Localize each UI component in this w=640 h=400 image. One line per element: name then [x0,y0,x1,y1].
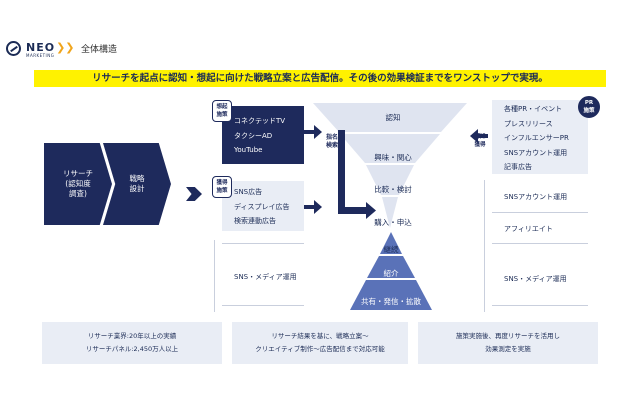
recall-item: タクシーAD [234,131,273,140]
pyramid-label: 共有・発信・拡散 [361,297,421,306]
recall-item: コネクテッドTV [234,117,286,125]
column-divider [484,180,485,312]
pr-item: 各種PR・イベント [504,105,563,113]
strategy-chevron: 戦略 設計 [103,143,171,225]
research-chevron-label: リサーチ (認知度 調査) [63,168,93,199]
headline-banner: リサーチを起点に認知・想起に向けた戦略立案と広告配信。その後の効果検証までをワン… [34,70,606,87]
footer-strategy-line: リサーチ結果を基に、戦略立案〜 [271,332,369,340]
footer-research-line: リサーチパネル:2,450万人以上 [85,345,179,353]
left-divider [222,305,304,306]
pr-item: インフルエンサーPR [504,134,569,142]
funnel-stage-awareness [313,103,467,132]
logo-subtitle: MARKETING [26,53,55,58]
pr-arrow-icon [470,129,488,143]
funnel-label: 興味・関心 [374,153,412,162]
recall-item: YouTube [234,146,263,154]
funnel-stage-purchase [382,197,398,228]
right-divider [492,243,588,244]
branded-search-label: 指名検索 [326,134,339,149]
funnel-label: 認知 [385,113,401,122]
footer-strategy-box: リサーチ結果を基に、戦略立案〜 クリエイティブ制作〜広告配信まで対応可能 [232,322,408,364]
acquisition-tag: 獲得 施策 [212,176,232,198]
footer-measurement-line: 効果測定を実施 [485,345,531,353]
footer-research-line: リサーチ業界:20年以上の実績 [87,332,177,340]
branded-search-arrow-icon [338,130,376,219]
acquisition-item: ディスプレイ広告 [234,202,290,211]
awareness-tag: 認知 獲得 [474,134,486,148]
footer-strategy-line: クリエイティブ制作〜広告配信まで対応可能 [255,345,385,353]
page-title: 全体構造 [81,45,118,55]
acquisition-arrow-icon [304,200,322,214]
funnel-stage-interest [340,134,440,163]
pr-measures-panel: 各種PR・イベント プレスリリース インフルエンサーPR SNSアカウント運用 … [492,100,588,174]
right-divider [492,305,588,306]
footer-measurement-line: 施策実施後、再度リサーチを活用し [456,332,560,340]
right-sns-account: SNSアカウント運用 [504,193,568,201]
acquisition-item: SNS広告 [234,188,263,196]
funnel-label: 比較・検討 [374,185,412,194]
funnel-label: 購入・申込 [374,218,412,227]
retention-pyramid [350,232,432,310]
logo-name: NEO [26,41,56,54]
pyramid-label: 紹介 [383,269,399,278]
right-affiliate: アフィリエイト [504,225,553,233]
flow-arrow-icon [186,187,202,201]
research-chevron: リサーチ (認知度 調査) [44,143,112,225]
pr-item: 記事広告 [504,163,532,171]
recall-tag: 想起 施策 [212,100,232,122]
footer-measurement-box: 施策実施後、再度リサーチを活用し 効果測定を実施 [418,322,598,364]
left-sns-media: SNS・メディア運用 [234,273,297,281]
acquisition-measures-panel: SNS広告 ディスプレイ広告 検索連動広告 [222,181,304,231]
funnel-stage-consider [366,165,414,195]
recall-measures-panel: コネクテッドTV タクシーAD YouTube [222,106,304,164]
pyramid-label: 継続 [383,245,399,254]
pr-item: SNSアカウント運用 [504,148,568,157]
neo-marketing-logo: NEO❯❯ MARKETING [6,38,75,58]
pr-tag: PR 施策 [578,96,600,118]
left-divider [222,243,304,244]
column-divider [214,240,215,312]
pr-item: プレスリリース [504,119,553,128]
recall-arrow-icon [304,125,322,139]
footer-research-box: リサーチ業界:20年以上の実績 リサーチパネル:2,450万人以上 [42,322,222,364]
right-sns-media: SNS・メディア運用 [504,275,567,283]
acquisition-item: 検索連動広告 [234,217,276,225]
right-divider [492,212,588,213]
strategy-chevron-label: 戦略 設計 [129,173,145,193]
logo-mark-icon [6,40,21,56]
funnel-diagram [313,103,467,228]
logo-chevron-icon: ❯❯ [56,41,75,54]
